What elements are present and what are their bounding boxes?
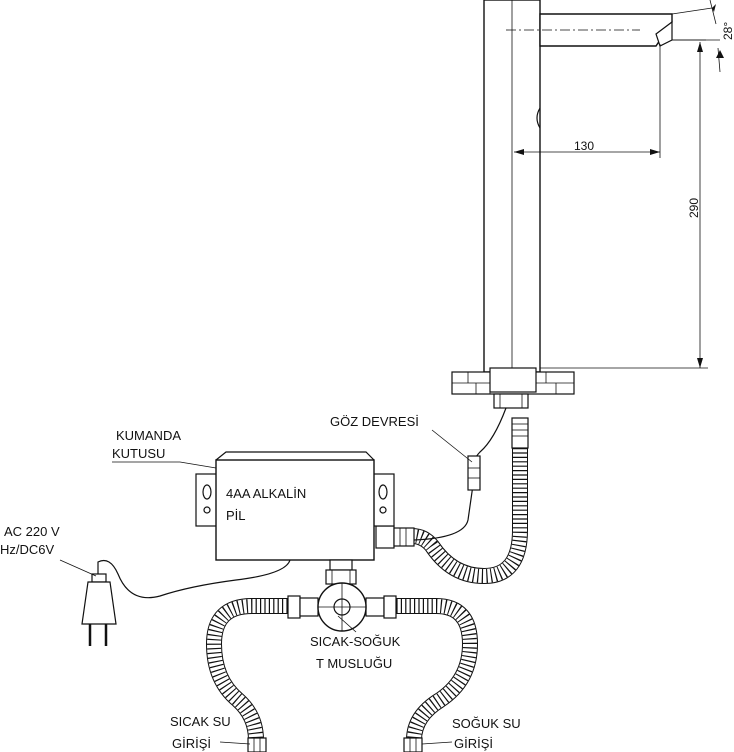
- power-label-line-1: AC 220 V: [4, 524, 60, 539]
- supply-hose: [411, 448, 528, 585]
- power-cable: [97, 559, 291, 599]
- hot-inlet-leader: [219, 741, 251, 745]
- control-box-label-line-2: KUTUSU: [112, 446, 165, 461]
- cold-inlet-label-line-2: GİRİŞİ: [454, 736, 493, 751]
- power-leader: [59, 559, 97, 577]
- mounting-nut: [493, 393, 529, 449]
- tee-leader: [337, 615, 357, 633]
- tee-label-line-2: T MUSLUĞU: [316, 656, 392, 671]
- reach-dimension: 130: [514, 44, 661, 158]
- faucet: [483, 0, 673, 373]
- sensor-eye-icon: [536, 107, 541, 129]
- cold-inlet-label-line-1: SOĞUK SU: [452, 716, 521, 731]
- battery-label-line-1: 4AA ALKALİN: [226, 486, 306, 501]
- hot-hose: [205, 598, 292, 741]
- sensor-label: GÖZ DEVRESİ: [330, 414, 419, 429]
- reach-label: 130: [574, 139, 594, 153]
- angle-label: 28°: [721, 22, 734, 40]
- battery-label-line-2: PİL: [226, 508, 246, 523]
- hot-inlet-fitting: [247, 737, 267, 752]
- control-box-leader: [112, 461, 217, 469]
- angle-dimension: 28°: [671, 0, 734, 73]
- countertop: [451, 367, 575, 395]
- control-box-label-line-1: KUMANDA: [116, 428, 181, 443]
- hot-inlet-label-line-1: SICAK SU: [170, 714, 231, 729]
- cold-hose: [392, 598, 479, 741]
- control-box: 4AA ALKALİN PİL: [195, 451, 395, 561]
- box-outlet-fitting: [375, 525, 415, 549]
- power-plug-icon: [81, 573, 117, 646]
- cold-inlet-leader: [421, 741, 453, 745]
- sensor-leader: [431, 429, 473, 463]
- hot-inlet-label-line-2: GİRİŞİ: [172, 736, 211, 751]
- tee-label-line-1: SICAK-SOĞUK: [310, 634, 401, 649]
- height-label: 290: [687, 198, 701, 218]
- cold-inlet-fitting: [403, 737, 423, 752]
- tee-valve: [287, 559, 397, 632]
- height-dimension: 290: [540, 39, 708, 369]
- power-label-line-2: Hz/DC6V: [0, 542, 55, 557]
- sensor-cable: [413, 407, 507, 541]
- sensor-connector: [467, 455, 481, 491]
